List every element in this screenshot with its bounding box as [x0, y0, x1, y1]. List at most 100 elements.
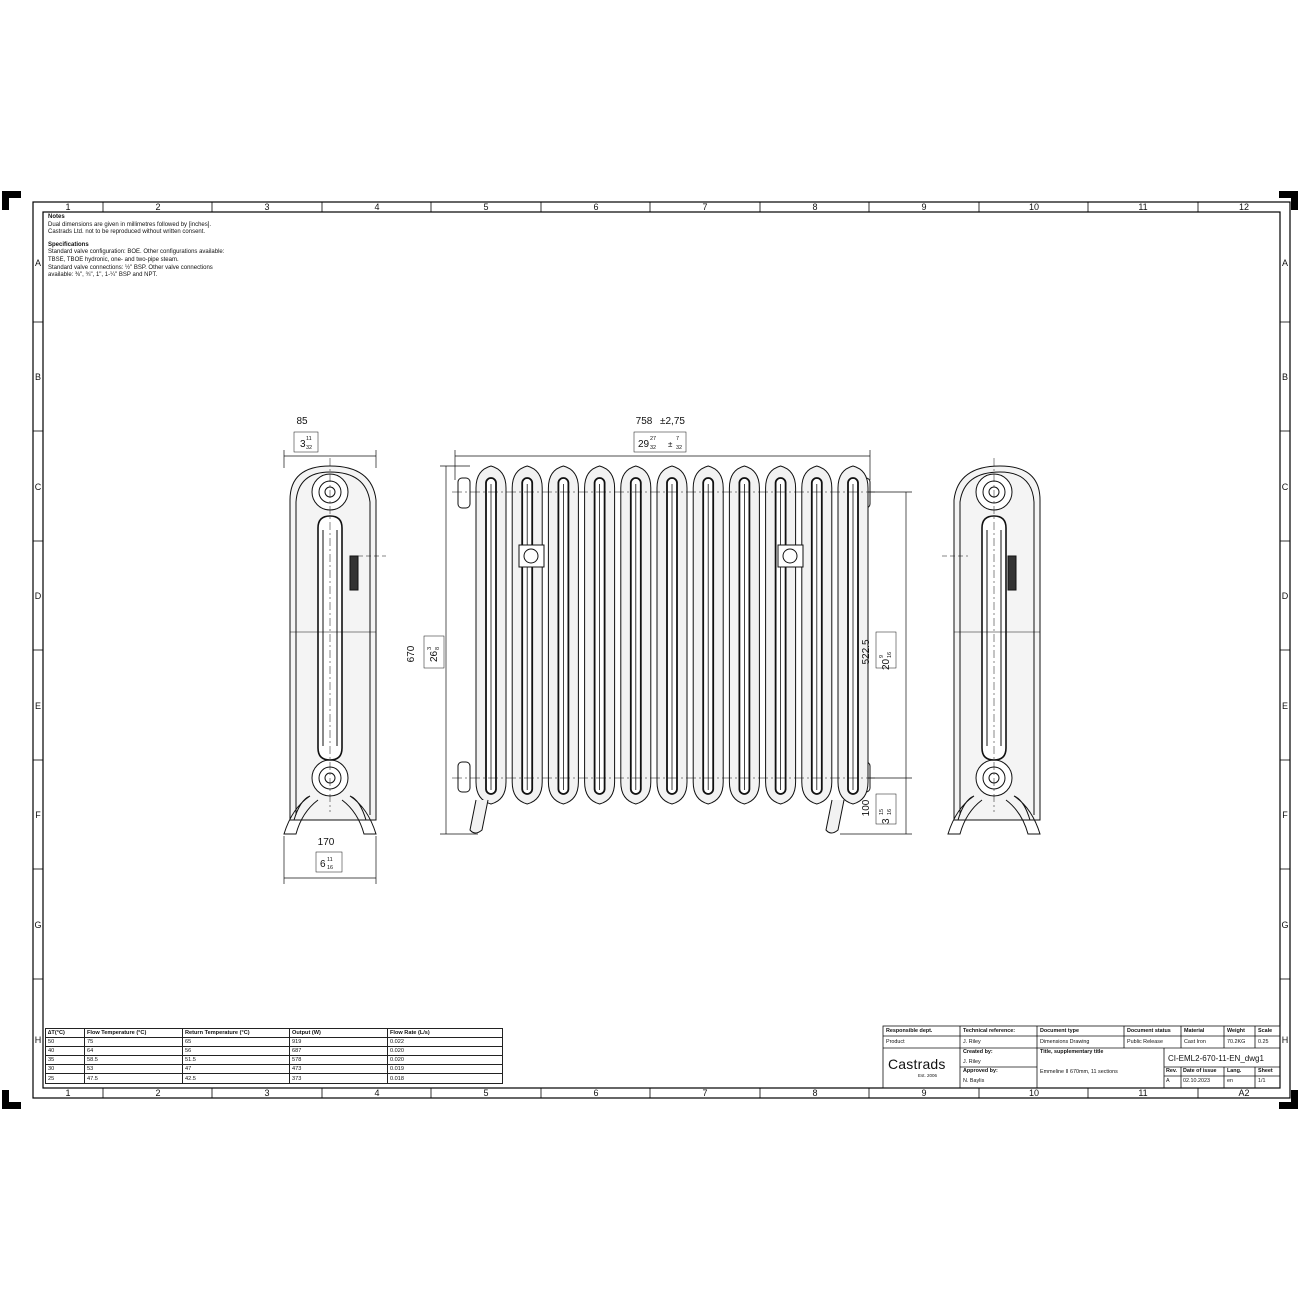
zone-ticks [33, 202, 1290, 1098]
table-cell: 75 [84, 1037, 183, 1048]
document-type: Document type Dimensions Drawing [1040, 1028, 1089, 1045]
row-label-left: H [35, 1035, 42, 1045]
notes-title: Notes [48, 214, 65, 220]
spec-line: Standard valve configuration: BOE. Other… [48, 249, 225, 256]
front-view-dimensions [423, 431, 912, 835]
row-label-right: F [1282, 810, 1288, 820]
material-label: Material [1184, 1028, 1205, 1034]
centres-in-group: 20 9 16 [879, 652, 893, 670]
foot-in-whole: 6 [320, 859, 326, 870]
language-label: Lang. [1227, 1068, 1242, 1074]
row-label-right: C [1282, 482, 1289, 492]
document-title-label: Title, supplementary title [1040, 1049, 1104, 1055]
length-mm-label: 758 [636, 416, 653, 427]
table-cell: 919 [289, 1037, 388, 1048]
revision-label: Rev. [1166, 1068, 1177, 1074]
table-row: 40 64 56 687 0.020 [45, 1046, 503, 1057]
table-cell: 64 [84, 1046, 183, 1057]
col-label-bottom: 11 [1138, 1088, 1147, 1098]
responsible-dept-label: Responsible dept. [886, 1028, 933, 1034]
side-view-right [942, 458, 1041, 835]
revision-value: A [1166, 1077, 1170, 1084]
col-label-bottom: 9 [921, 1088, 926, 1098]
date-of-issue: Date of issue 02.10.2023 [1183, 1068, 1217, 1084]
height-in-den: 8 [435, 647, 441, 650]
table-row: 50 75 65 919 0.022 [45, 1037, 503, 1048]
brand-logo: Castrads [888, 1056, 946, 1072]
depth-in-den: 32 [306, 445, 312, 451]
created-by: Created by: J. Riley [963, 1049, 993, 1065]
height-in-num: 3 [427, 647, 433, 650]
document-title-value: Emmeline II 670mm, 11 sections [1040, 1068, 1118, 1075]
height-in-group: 26 3 8 [427, 647, 441, 662]
col-label-bottom: 1 [65, 1088, 70, 1098]
document-status-value: Public Release [1127, 1038, 1163, 1045]
bottom-in-whole: 3 [881, 818, 892, 824]
row-label-right: A [1282, 258, 1288, 268]
depth-mm-label: 85 [296, 416, 308, 427]
corner-marks [2, 191, 1298, 1109]
header-cell: Output (W) [289, 1027, 388, 1039]
length-tol-num: 7 [676, 436, 679, 442]
col-label-top: 6 [593, 202, 598, 212]
row-label-right: E [1282, 701, 1288, 711]
centres-in-den: 16 [887, 652, 893, 658]
created-by-value: J. Riley [963, 1058, 981, 1065]
table-cell: 578 [289, 1055, 388, 1066]
length-in-num: 27 [650, 436, 656, 442]
length-in-whole: 29 [638, 439, 650, 450]
specifications-title: Specifications [48, 241, 89, 248]
sheet-value: 1/1 [1258, 1077, 1266, 1084]
document-number: CI-EML2-670-11-EN_dwg1 [1168, 1054, 1264, 1063]
table-cell: 0.019 [387, 1064, 503, 1075]
table-cell: 42.5 [182, 1073, 290, 1084]
height-mm-label: 670 [406, 645, 417, 662]
col-label-top: 3 [264, 202, 269, 212]
approved-by-value: N. Baylis [963, 1077, 985, 1084]
col-label-top: 7 [702, 202, 707, 212]
front-view [452, 465, 875, 834]
revision: Rev. A [1166, 1068, 1177, 1084]
row-label-left: A [35, 258, 41, 268]
table-cell: 373 [289, 1073, 388, 1084]
row-label-left: D [35, 591, 42, 601]
col-label-top: 4 [374, 202, 379, 212]
row-label-right: G [1281, 920, 1288, 930]
centres-mm-label: 522.5 [861, 639, 872, 664]
document-title: Title, supplementary title Emmeline II 6… [1040, 1049, 1118, 1075]
col-label-top: 8 [812, 202, 817, 212]
foot-in-num: 11 [327, 857, 333, 863]
document-status: Document status Public Release [1127, 1028, 1171, 1045]
table-cell: 0.020 [387, 1046, 503, 1057]
table-cell: 47.5 [84, 1073, 183, 1084]
row-label-left: C [35, 482, 42, 492]
foot-in-den: 16 [327, 865, 333, 871]
row-label-left: E [35, 701, 41, 711]
header-cell: Return Temperature (°C) [182, 1027, 290, 1039]
table-cell: 56 [182, 1046, 290, 1057]
length-tol-sign: ± [668, 440, 673, 449]
paper-size-label: A2 [1238, 1088, 1249, 1098]
approved-by-label: Approved by: [963, 1068, 998, 1074]
weight-value: 70.2KG [1227, 1038, 1246, 1045]
spec-line: TBSE, TBOE hydronic, one- and two-pipe s… [48, 256, 179, 263]
header-cell: Flow Rate (L/s) [387, 1027, 503, 1039]
col-label-top: 9 [921, 202, 926, 212]
depth-in-whole: 3 [300, 439, 306, 450]
table-cell: 0.020 [387, 1055, 503, 1066]
table-row: 35 58.5 51.5 578 0.020 [45, 1055, 503, 1066]
col-label-top: 5 [483, 202, 488, 212]
technical-reference-value: J. Riley [963, 1038, 981, 1045]
radiator-foot [469, 799, 489, 834]
table-cell: 30 [45, 1064, 85, 1075]
technical-reference: Technical reference: J. Riley [963, 1028, 1015, 1045]
responsible-dept-value: Product [886, 1038, 905, 1045]
col-label-bottom: 4 [374, 1088, 379, 1098]
table-cell: 0.018 [387, 1073, 503, 1084]
table-cell: 58.5 [84, 1055, 183, 1066]
side-view-left [283, 458, 386, 835]
table-row: 30 53 47 473 0.019 [45, 1064, 503, 1075]
col-label-bottom: 3 [264, 1088, 269, 1098]
col-label-bottom: 6 [593, 1088, 598, 1098]
spec-line: Standard valve connections: ½" BSP. Othe… [48, 264, 213, 271]
